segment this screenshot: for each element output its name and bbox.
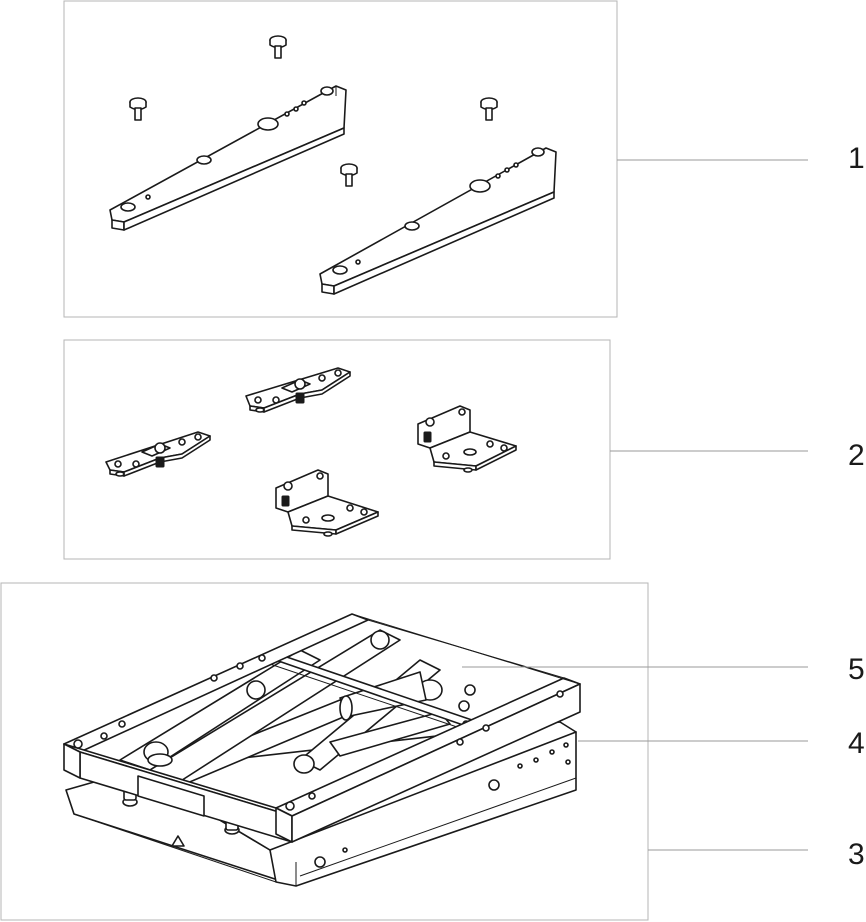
top-frame <box>63 613 581 843</box>
leader-lines <box>462 159 808 851</box>
rail-right <box>319 147 557 295</box>
scissor-mechanism <box>119 629 476 793</box>
angle-bracket-1 <box>417 405 517 473</box>
callout-2: 2 <box>848 439 865 472</box>
screw-1 <box>269 35 287 59</box>
screw-3 <box>480 97 498 121</box>
angle-bracket-2 <box>275 469 379 537</box>
screw-4 <box>340 163 358 187</box>
panel-1-support-rails <box>63 0 618 318</box>
callout-4: 4 <box>848 727 865 760</box>
flat-bracket-1 <box>245 367 351 413</box>
screw-2 <box>129 97 147 121</box>
callout-5: 5 <box>848 653 865 686</box>
panel-2-brackets <box>63 339 611 560</box>
rail-left <box>109 85 347 231</box>
flat-bracket-2 <box>105 431 211 477</box>
panel-3-scissor-assembly <box>0 582 649 921</box>
callout-numbers: 1 2 5 4 3 <box>848 142 865 871</box>
callout-3: 3 <box>848 838 865 871</box>
callout-1: 1 <box>848 142 865 175</box>
